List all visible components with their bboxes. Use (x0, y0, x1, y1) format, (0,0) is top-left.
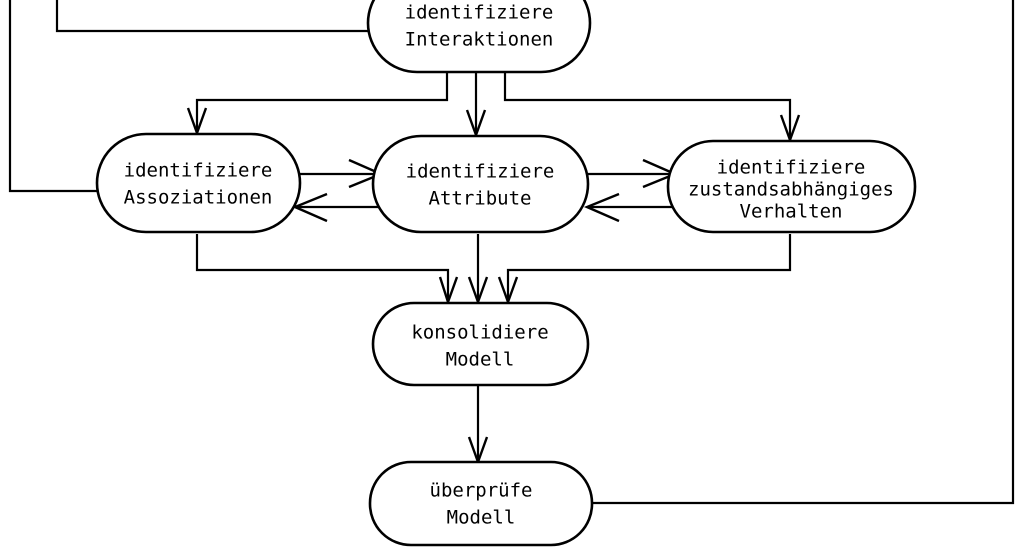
node-identifiziere-attribute[interactable]: identifiziere Attribute (371, 134, 590, 234)
edge-interaktionen-to-assoziationen (195, 72, 449, 131)
node-label-interaktionen-line2: Interaktionen (405, 29, 554, 51)
node-label-verhalten-line3: Verhalten (740, 201, 843, 223)
node-label-ueberpruefe-line1: überprüfe (430, 480, 533, 502)
node-label-konsolidiere-line2: Modell (446, 349, 515, 371)
node-label-assoziationen-line2: Assoziationen (124, 187, 273, 209)
edge-interaktionen-feedback-left (55, 0, 374, 33)
node-shape-ueberpruefe (368, 460, 594, 547)
node-label-konsolidiere-line1: konsolidiere (411, 322, 548, 344)
node-konsolidiere-modell[interactable]: konsolidiere Modell (371, 301, 590, 387)
node-label-ueberpruefe-line2: Modell (447, 507, 516, 529)
node-identifiziere-interaktionen[interactable]: identifiziere Interaktionen (366, 0, 592, 74)
node-shape-verhalten (666, 139, 917, 234)
edge-ueberpruefe-feedback-right (592, 0, 1015, 505)
node-label-interaktionen-line1: identifiziere (405, 2, 554, 24)
node-shape-konsolidiere (371, 301, 590, 387)
edge-interaktionen-to-verhalten (503, 72, 792, 138)
node-label-assoziationen-line1: identifiziere (124, 160, 273, 182)
node-label-attribute-line1: identifiziere (406, 161, 555, 183)
node-shape-interaktionen (366, 0, 592, 74)
edge-verhalten-to-konsolidiere (506, 234, 792, 300)
edge-assoziationen-feedback-left (8, 0, 97, 193)
node-identifiziere-zustandsabhaengiges-verhalten[interactable]: identifiziere zustandsabhängiges Verhalt… (666, 139, 917, 234)
node-label-verhalten-line2: zustandsabhängiges (688, 179, 894, 201)
node-label-verhalten-line1: identifiziere (717, 157, 866, 179)
node-ueberpruefe-modell[interactable]: überprüfe Modell (368, 460, 594, 547)
arrowhead-verhalten-to-attribute (583, 192, 620, 223)
edge-assoziationen-to-konsolidiere (195, 234, 450, 300)
node-shape-attribute (371, 134, 590, 234)
node-identifiziere-assoziationen[interactable]: identifiziere Assoziationen (95, 132, 302, 234)
node-shape-assoziationen (95, 132, 302, 234)
node-label-attribute-line2: Attribute (429, 188, 532, 210)
